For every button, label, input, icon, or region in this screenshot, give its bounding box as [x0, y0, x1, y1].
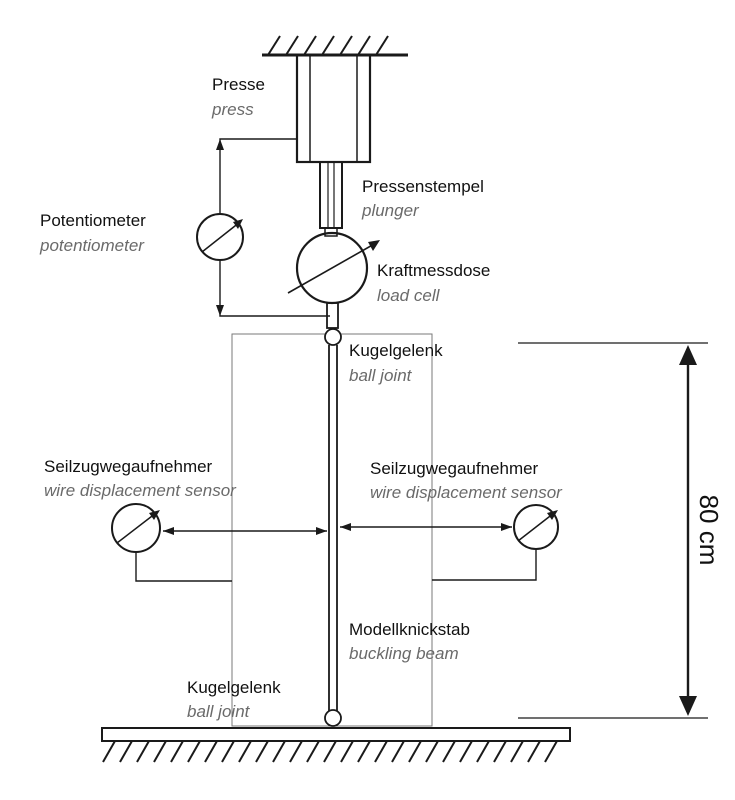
hatch-line	[391, 740, 405, 763]
hatch-line	[476, 740, 490, 763]
hatch-line	[238, 740, 252, 763]
length-dimension: 80 cm	[518, 342, 724, 719]
top-support-hatch-icon	[267, 35, 389, 56]
label-ball-joint-bottom-en: ball joint	[187, 702, 251, 721]
hatch-line	[357, 35, 371, 56]
right-wire-sensor-gauge-icon	[513, 504, 559, 550]
top-ball-joint-icon	[324, 328, 342, 346]
label-press-de: Presse	[212, 75, 265, 94]
base-support-hatch-icon	[102, 740, 558, 763]
hatch-line	[321, 35, 335, 56]
label-plunger-de: Pressenstempel	[362, 177, 484, 196]
hatch-line	[272, 740, 286, 763]
press-cylinder	[295, 53, 372, 164]
label-plunger-en: plunger	[361, 201, 420, 220]
hatch-line	[323, 740, 337, 763]
label-sensor-left-de: Seilzugwegaufnehmer	[44, 457, 213, 476]
label-press-en: press	[211, 100, 254, 119]
label-buckling-beam-de: Modellknickstab	[349, 620, 470, 639]
hatch-line	[408, 740, 422, 763]
hatch-line	[339, 35, 353, 56]
hatch-line	[285, 35, 299, 56]
right-sensor-wiring	[340, 523, 537, 581]
hatch-line	[510, 740, 524, 763]
buckling-beam	[328, 345, 338, 712]
hatch-line	[289, 740, 303, 763]
label-buckling-beam-en: buckling beam	[349, 644, 459, 663]
label-sensor-right-en: wire displacement sensor	[370, 483, 563, 502]
left-sensor-wiring	[135, 527, 327, 582]
hatch-line	[459, 740, 473, 763]
hatch-line	[357, 740, 371, 763]
plunger-rod	[319, 161, 343, 237]
dimension-arrow-up-icon	[679, 345, 697, 365]
left-wire-sensor-gauge-icon	[111, 503, 161, 553]
label-potentiometer-en: potentiometer	[39, 236, 145, 255]
label-load-cell-de: Kraftmessdose	[377, 261, 490, 280]
hatch-line	[374, 740, 388, 763]
hatch-line	[493, 740, 507, 763]
hatch-line	[544, 740, 558, 763]
potentiometer-gauge-icon	[196, 213, 244, 261]
hatch-line	[306, 740, 320, 763]
hatch-line	[136, 740, 150, 763]
hatch-line	[303, 35, 317, 56]
hatch-line	[375, 35, 389, 56]
bottom-ball-joint-icon	[324, 709, 342, 727]
hatch-line	[527, 740, 541, 763]
hatch-line	[187, 740, 201, 763]
hatch-line	[442, 740, 456, 763]
test-frame	[231, 333, 433, 727]
hatch-line	[204, 740, 218, 763]
label-potentiometer-de: Potentiometer	[40, 211, 146, 230]
hatch-line	[221, 740, 235, 763]
hatch-line	[102, 740, 116, 763]
hatch-line	[425, 740, 439, 763]
hatch-line	[119, 740, 133, 763]
length-dimension-label: 80 cm	[694, 495, 724, 566]
hatch-line	[170, 740, 184, 763]
label-ball-joint-bottom-de: Kugelgelenk	[187, 678, 281, 697]
hatch-line	[153, 740, 167, 763]
top-support	[262, 35, 408, 57]
hatch-line	[340, 740, 354, 763]
dimension-arrow-down-icon	[679, 696, 697, 716]
label-ball-joint-top-de: Kugelgelenk	[349, 341, 443, 360]
hatch-line	[255, 740, 269, 763]
hatch-line	[267, 35, 281, 56]
base-plate	[101, 727, 571, 763]
label-load-cell-en: load cell	[377, 286, 441, 305]
label-sensor-right-de: Seilzugwegaufnehmer	[370, 459, 539, 478]
label-sensor-left-en: wire displacement sensor	[44, 481, 237, 500]
label-ball-joint-top-en: ball joint	[349, 366, 413, 385]
load-cell-gauge-icon	[287, 231, 380, 305]
